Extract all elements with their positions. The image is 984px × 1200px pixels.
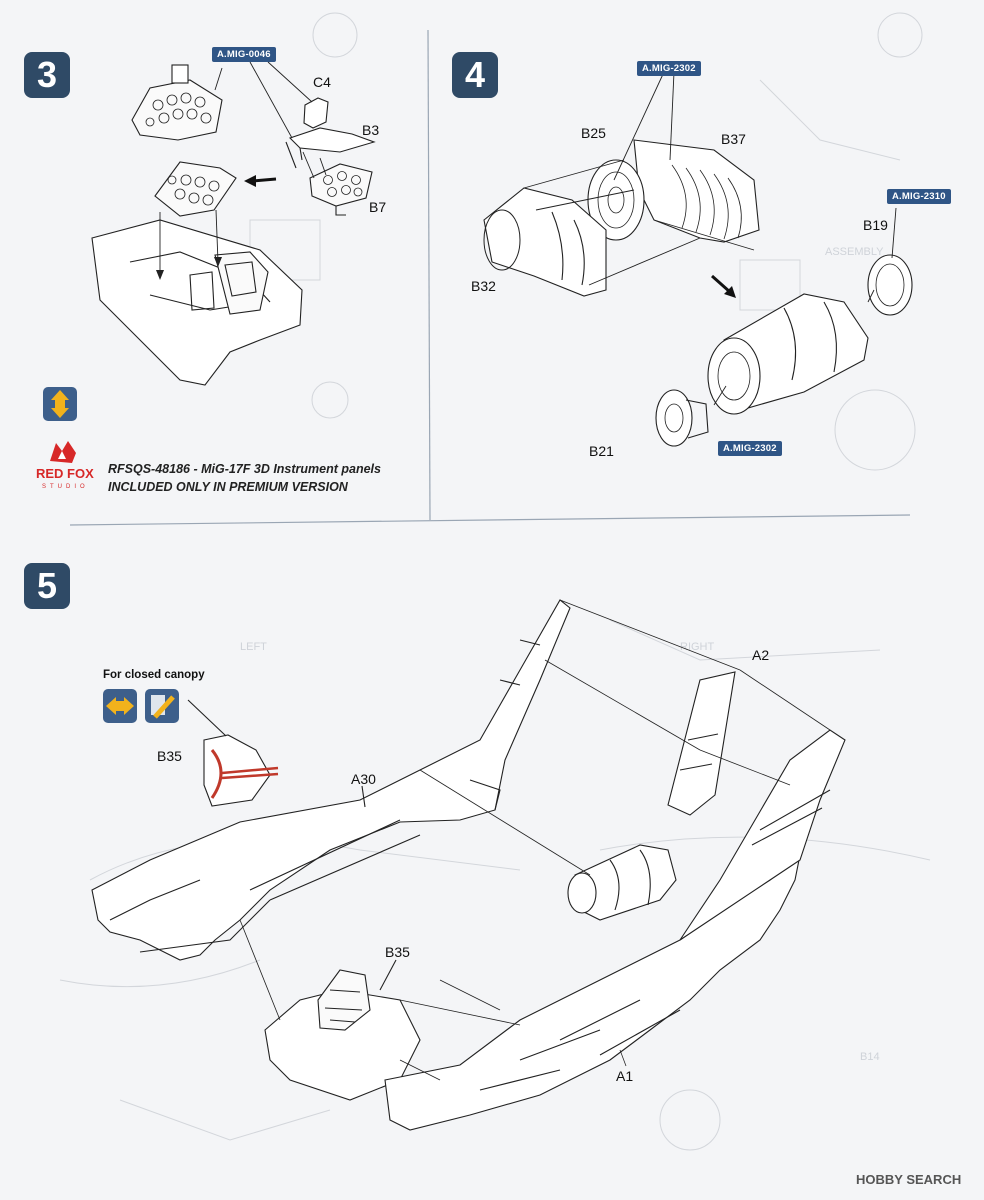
part-c4-shape [303,97,329,129]
label-b35-cockpit: B35 [385,944,410,960]
label-b3: B3 [362,122,380,138]
fox-logo [44,435,84,467]
part-b32-shape [483,187,607,297]
label-b35-canopy: B35 [157,748,182,764]
watermark: HOBBY SEARCH [856,1172,962,1187]
ref-tag-mig-2310: A.MIG-2310 [887,189,951,204]
step-4-badge: 4 [452,52,498,98]
left-right-arrows-icon [103,689,137,723]
label-b19: B19 [863,217,888,233]
label-a30: A30 [351,771,376,787]
label-b21: B21 [589,443,614,459]
step-5-drawing [91,599,846,1131]
instrument-panel-top [131,79,223,141]
step-4-drawing [483,71,913,447]
cockpit-b35-shape [264,989,421,1101]
up-down-arrows-icon [43,387,77,421]
svg-text:B14: B14 [860,1051,880,1063]
premium-note-line-2: INCLUDED ONLY IN PREMIUM VERSION [108,480,348,494]
svg-text:ASSEMBLY: ASSEMBLY [825,246,884,258]
rudder-a2-shape [667,671,736,816]
fuselage-a30-shape [91,599,571,961]
cockpit-tub-shape [91,219,303,386]
step-3-badge: 3 [24,52,70,98]
ref-tag-mig-0046: A.MIG-0046 [212,47,276,62]
label-b37: B37 [721,131,746,147]
ref-tag-mig-2302-bottom: A.MIG-2302 [718,441,782,456]
premium-note-line-1: RFSQS-48186 - MiG-17F 3D Instrument pane… [108,462,381,476]
step-5-badge: 5 [24,563,70,609]
brand-name: RED FOX [36,466,94,481]
part-b25-shape [587,159,645,241]
fuselage-a1-shape [384,853,801,1131]
part-b7-shape [309,163,373,207]
label-b25: B25 [581,125,606,141]
label-b32: B32 [471,278,496,294]
svg-text:LEFT: LEFT [240,641,267,653]
ref-tag-mig-2302-top: A.MIG-2302 [637,61,701,76]
part-b21-shape [655,389,693,447]
closed-canopy-title: For closed canopy [103,669,205,681]
label-a2: A2 [752,647,770,663]
brand-sub: STUDIO [42,484,89,490]
tail-fin-shape [679,729,846,941]
label-c4: C4 [313,74,331,90]
step-3-drawing [91,61,376,386]
label-b7: B7 [369,199,387,215]
label-a1: A1 [616,1068,634,1084]
part-b19-shape [867,254,913,316]
cut-part-icon [145,689,179,723]
assembled-panel-shape [154,161,237,217]
